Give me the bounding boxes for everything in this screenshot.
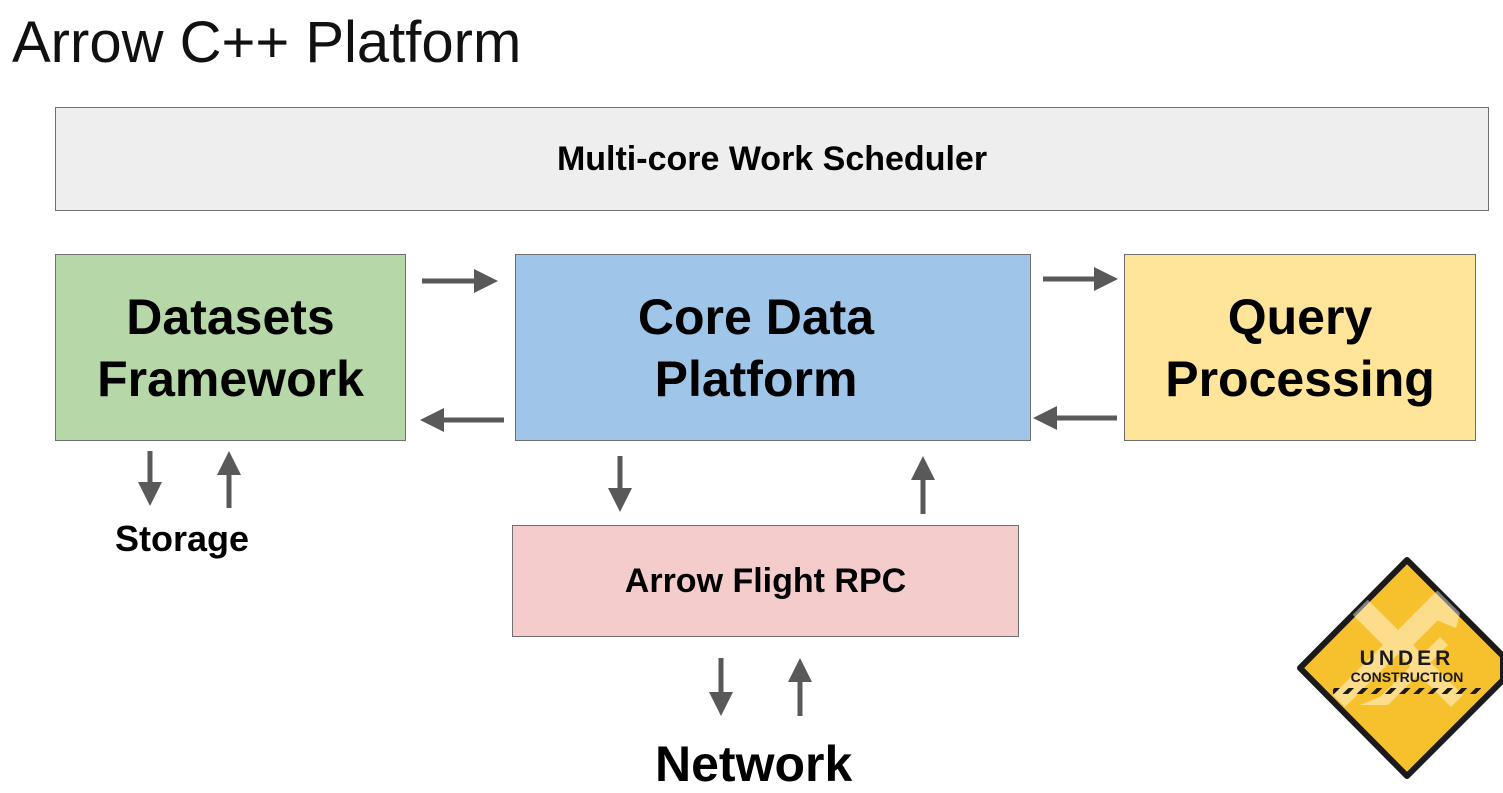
arrow-head — [1033, 406, 1057, 430]
arrow-head — [1094, 267, 1118, 291]
query-label-line1: Query — [1227, 288, 1373, 345]
arrow-flight-to-network — [709, 658, 733, 716]
core-data-platform-box: Core Data Platform — [515, 254, 1031, 441]
datasets-label-line1: Datasets — [126, 288, 335, 345]
core-label-line1: Core Data — [637, 288, 875, 345]
arrow-flight-to-core — [911, 456, 935, 514]
query-processing-box: Query Processing — [1124, 254, 1476, 441]
datasets-label-line2: Framework — [97, 350, 364, 407]
arrow-head — [420, 408, 444, 432]
scheduler-label: Multi-core Work Scheduler — [556, 139, 988, 178]
network-label: Network — [655, 736, 853, 792]
flight-label: Arrow Flight RPC — [624, 561, 907, 600]
arrow-head — [911, 456, 935, 480]
arrow-datasets-to-storage — [138, 451, 162, 506]
arrow-datasets-to-core — [422, 269, 498, 293]
arrow-core-to-datasets — [420, 408, 504, 432]
arrow-storage-to-datasets — [217, 451, 241, 508]
arrow-head — [608, 488, 632, 512]
arrow-network-to-flight — [788, 658, 812, 716]
arrow-flight-rpc-box: Arrow Flight RPC — [512, 525, 1019, 637]
arrow-query-to-core — [1033, 406, 1117, 430]
arrow-head — [788, 658, 812, 682]
arrow-core-to-flight — [608, 456, 632, 512]
arrow-head — [217, 451, 241, 475]
scheduler-box: Multi-core Work Scheduler — [55, 107, 1489, 211]
storage-label: Storage — [115, 518, 250, 559]
query-label-line2: Processing — [1165, 350, 1435, 407]
arrow-head — [709, 692, 733, 716]
arrow-head — [474, 269, 498, 293]
datasets-framework-box: Datasets Framework — [55, 254, 406, 441]
arrow-head — [138, 482, 162, 506]
core-label-line2: Platform — [654, 350, 858, 407]
arrow-core-to-query — [1043, 267, 1118, 291]
slide-title: Arrow C++ Platform — [12, 10, 522, 75]
